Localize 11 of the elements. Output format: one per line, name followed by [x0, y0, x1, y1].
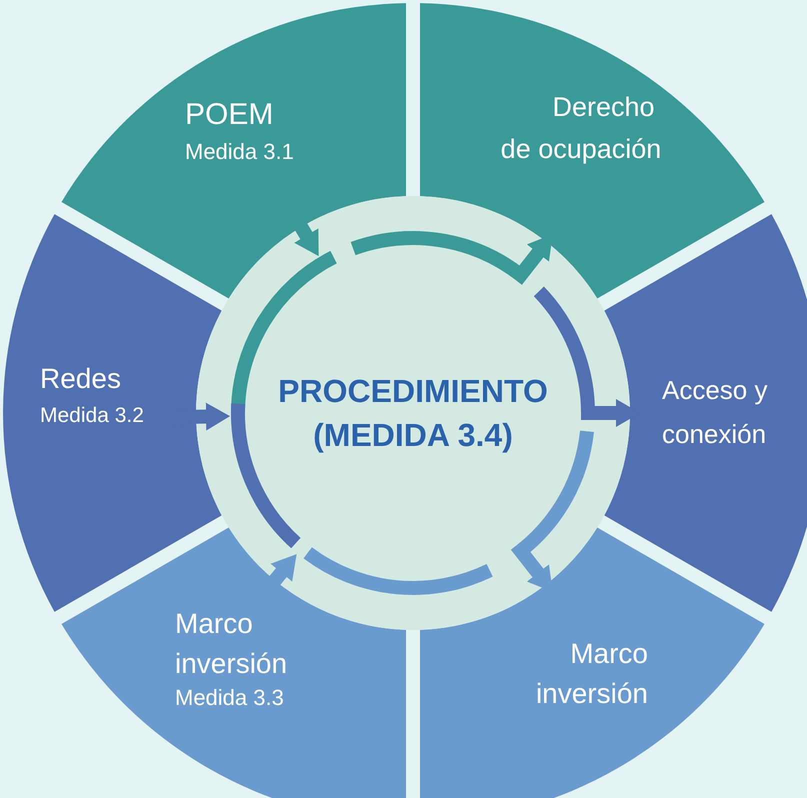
segment-title: Marco inversión — [175, 607, 288, 681]
segment-title: Redes — [40, 362, 122, 396]
segment-title: Acceso y conexión — [662, 374, 768, 451]
segment-title: Derecho de ocupación — [500, 91, 662, 166]
measure-label: Medida 3.1 — [185, 138, 295, 166]
measure-label: Medida 3.2 — [40, 403, 145, 429]
arrow — [351, 231, 553, 282]
segment-title: Marco inversión — [534, 637, 648, 711]
measure-label: Medida 3.3 — [175, 684, 285, 712]
center-title: PROCEDIMIENTO (MEDIDA 3.4) — [277, 372, 549, 455]
segment-title: POEM — [185, 97, 274, 133]
